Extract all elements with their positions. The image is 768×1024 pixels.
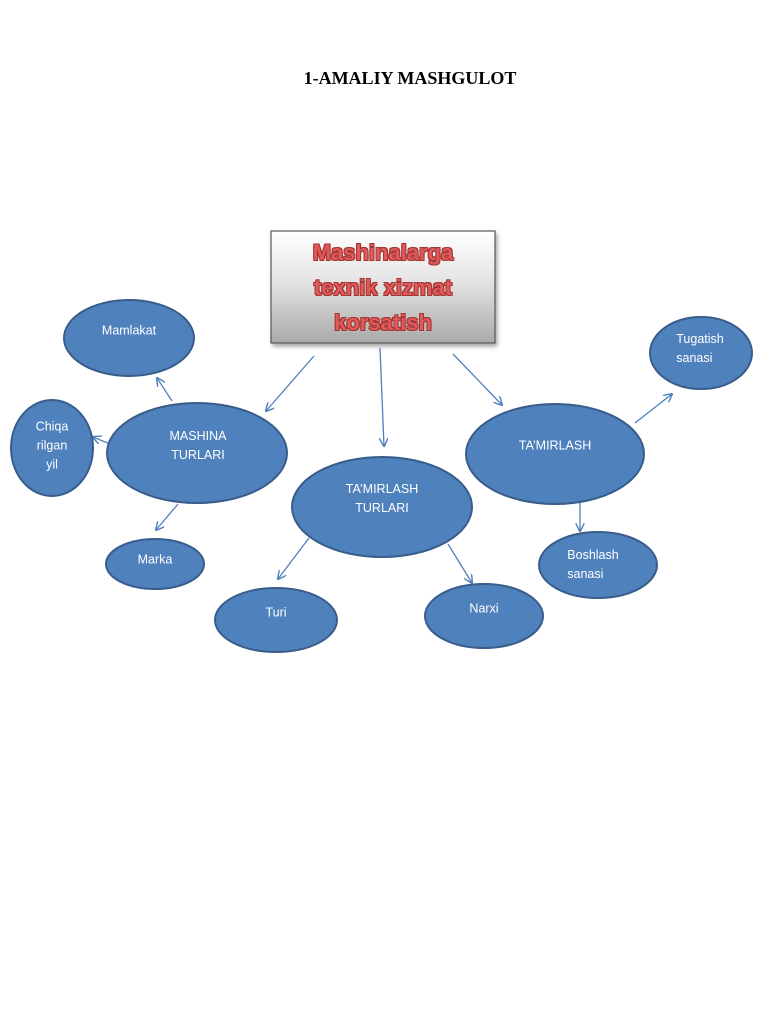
node-boshlash-sanasi-label: Boshlash sanasi bbox=[567, 546, 618, 584]
node-marka bbox=[105, 538, 205, 590]
node-mamlakat-label: Mamlakat bbox=[102, 322, 156, 341]
node-tamirlash bbox=[465, 403, 645, 505]
arrow-mashina-to-marka bbox=[156, 503, 179, 530]
node-tugatish-sanasi-label: Tugatish sanasi bbox=[676, 330, 723, 368]
central-topic-line-2: texnik xizmat bbox=[313, 274, 453, 300]
node-tamirlash-text: TA’MIRLASH bbox=[518, 438, 592, 453]
node-mashina-turlari-line-2: TURLARI bbox=[171, 448, 225, 462]
central-topic-box bbox=[270, 230, 496, 344]
node-chiqarilgan-yil-label: Chiqa rilgan yil bbox=[36, 418, 69, 475]
arrow-center-to-mashina-turlari bbox=[266, 355, 315, 411]
node-tamirlash-turlari-line-2: TURLARI bbox=[355, 501, 409, 515]
central-topic-line-3: korsatish bbox=[334, 309, 432, 335]
connector-arrows bbox=[93, 347, 672, 583]
node-marka-label: Marka bbox=[138, 551, 173, 570]
node-turi bbox=[214, 587, 338, 653]
arrow-center-to-tamirlash bbox=[452, 353, 502, 405]
node-narxi-text: Narxi bbox=[469, 601, 499, 616]
node-mashina-turlari bbox=[106, 402, 288, 504]
node-chiqarilgan-yil-line-3: yil bbox=[46, 457, 58, 472]
arrow-mashina-to-mamlakat bbox=[157, 378, 173, 402]
arrow-tamirlash-turlari-to-narxi bbox=[447, 543, 472, 583]
node-tugatish-sanasi-line-1: Tugatish bbox=[676, 332, 724, 346]
node-boshlash-sanasi bbox=[538, 531, 658, 599]
node-chiqarilgan-yil bbox=[10, 399, 94, 497]
node-boshlash-sanasi-line-2: sanasi bbox=[567, 567, 604, 581]
arrow-tamirlash-turlari-to-turi bbox=[278, 537, 310, 579]
node-mamlakat-text: Mamlakat bbox=[101, 323, 157, 338]
node-mamlakat bbox=[63, 299, 195, 377]
node-tamirlash-turlari-line-1: TA’MIRLASH bbox=[345, 482, 419, 496]
node-tugatish-sanasi bbox=[649, 316, 753, 390]
node-mashina-turlari-label: MASHINA TURLARI bbox=[170, 427, 227, 465]
node-marka-text: Marka bbox=[137, 552, 173, 567]
node-tamirlash-turlari-label: TA’MIRLASH TURLARI bbox=[346, 480, 418, 518]
node-chiqarilgan-yil-line-2: rilgan bbox=[36, 438, 68, 453]
node-narxi bbox=[424, 583, 544, 649]
node-boshlash-sanasi-line-1: Boshlash bbox=[567, 548, 619, 562]
central-topic-line-1: Mashinalarga bbox=[312, 239, 454, 265]
page-title: 1-AMALIY MASHGULOT bbox=[303, 68, 517, 88]
node-chiqarilgan-yil-line-1: Chiqa bbox=[35, 419, 69, 434]
node-mashina-turlari-line-1: MASHINA bbox=[169, 429, 227, 443]
arrow-center-to-tamirlash-turlari bbox=[380, 347, 384, 446]
node-turi-text: Turi bbox=[265, 605, 287, 620]
node-turi-label: Turi bbox=[265, 604, 286, 623]
node-tamirlash-turlari bbox=[291, 456, 473, 558]
arrow-mashina-to-chiqarilgan-yil bbox=[93, 437, 111, 445]
node-tugatish-sanasi-line-2: sanasi bbox=[676, 351, 713, 365]
arrow-tamirlash-to-tugatish-sanasi bbox=[634, 394, 672, 424]
central-topic-label: Mashinalarga texnik xizmat korsatish bbox=[272, 232, 494, 342]
node-narxi-label: Narxi bbox=[469, 600, 498, 619]
node-tamirlash-label: TA’MIRLASH bbox=[519, 437, 591, 456]
